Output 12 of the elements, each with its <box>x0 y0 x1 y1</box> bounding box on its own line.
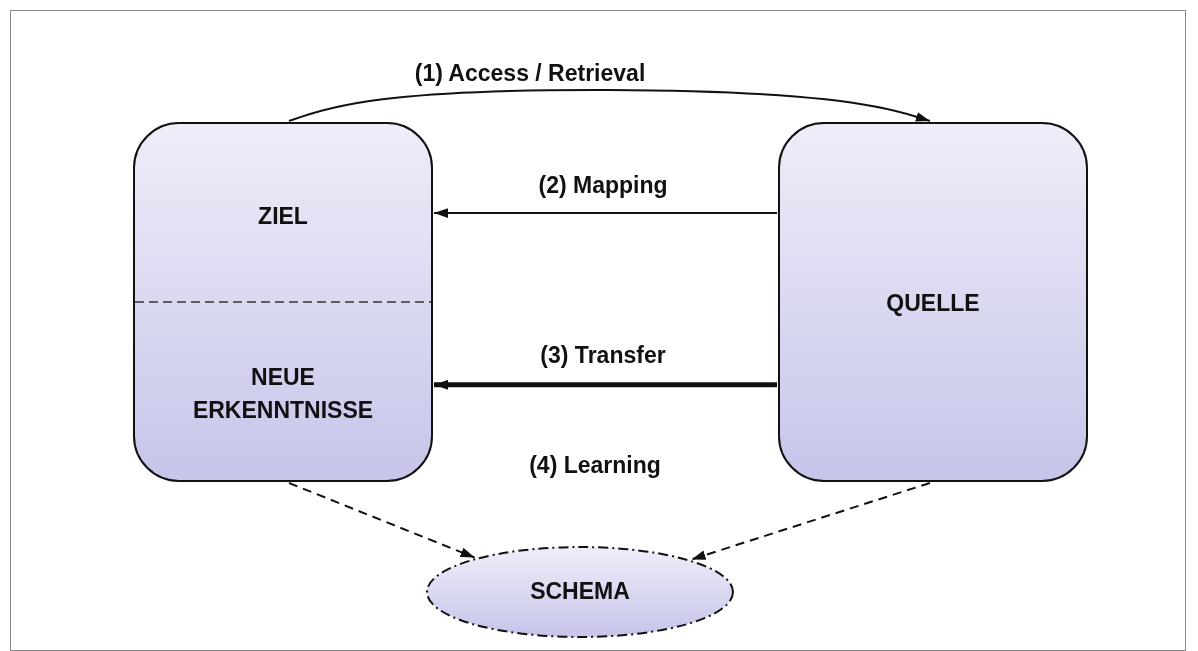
ellipse-node <box>425 545 735 639</box>
arrow <box>288 89 931 122</box>
arrow <box>288 482 476 559</box>
arrow <box>690 482 931 561</box>
node-label: ZIEL <box>257 202 309 232</box>
node-label: NEUE ERKENNTNISSE <box>191 362 375 425</box>
rounded-box <box>133 122 433 482</box>
rounded-box <box>778 122 1088 482</box>
arrow <box>434 379 777 390</box>
node-label: SCHEMA <box>529 577 631 607</box>
node-label: QUELLE <box>885 289 981 319</box>
arrow <box>433 208 778 218</box>
